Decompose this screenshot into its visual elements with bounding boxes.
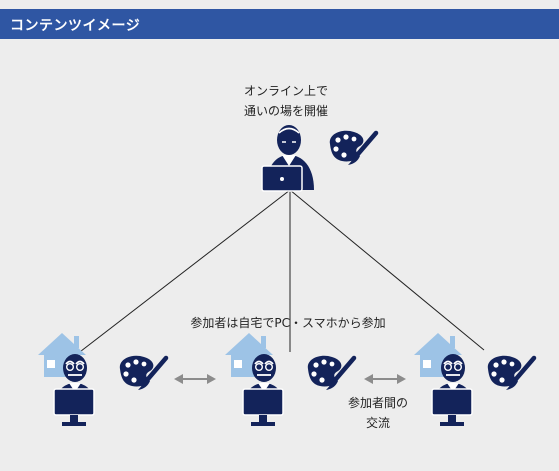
palette-icon bbox=[308, 356, 354, 390]
host-label-line2: 通いの場を開催 bbox=[244, 104, 328, 118]
connection-lines bbox=[71, 189, 485, 359]
header-title: コンテンツイメージ bbox=[10, 18, 141, 34]
exchange-label-line1: 参加者間の bbox=[348, 395, 408, 410]
exchange-label-line2: 交流 bbox=[366, 415, 390, 430]
palette-icon bbox=[488, 356, 534, 390]
participant-3 bbox=[414, 333, 534, 427]
connection-line-left bbox=[71, 189, 291, 359]
double-arrow-icon bbox=[173, 373, 217, 385]
person-laptop-icon bbox=[261, 125, 314, 192]
double-arrow-icon bbox=[363, 373, 407, 385]
palette-icon bbox=[330, 131, 376, 165]
header-bar: コンテンツイメージ bbox=[0, 9, 559, 39]
host-group: オンライン上で 通いの場を開催 bbox=[244, 84, 376, 192]
participants-label: 参加者は自宅でPC・スマホから参加 bbox=[190, 315, 385, 330]
connection-line-right bbox=[289, 189, 485, 351]
palette-icon bbox=[120, 356, 166, 390]
participant-1 bbox=[38, 333, 166, 427]
host-label-line1: オンライン上で bbox=[244, 84, 328, 98]
